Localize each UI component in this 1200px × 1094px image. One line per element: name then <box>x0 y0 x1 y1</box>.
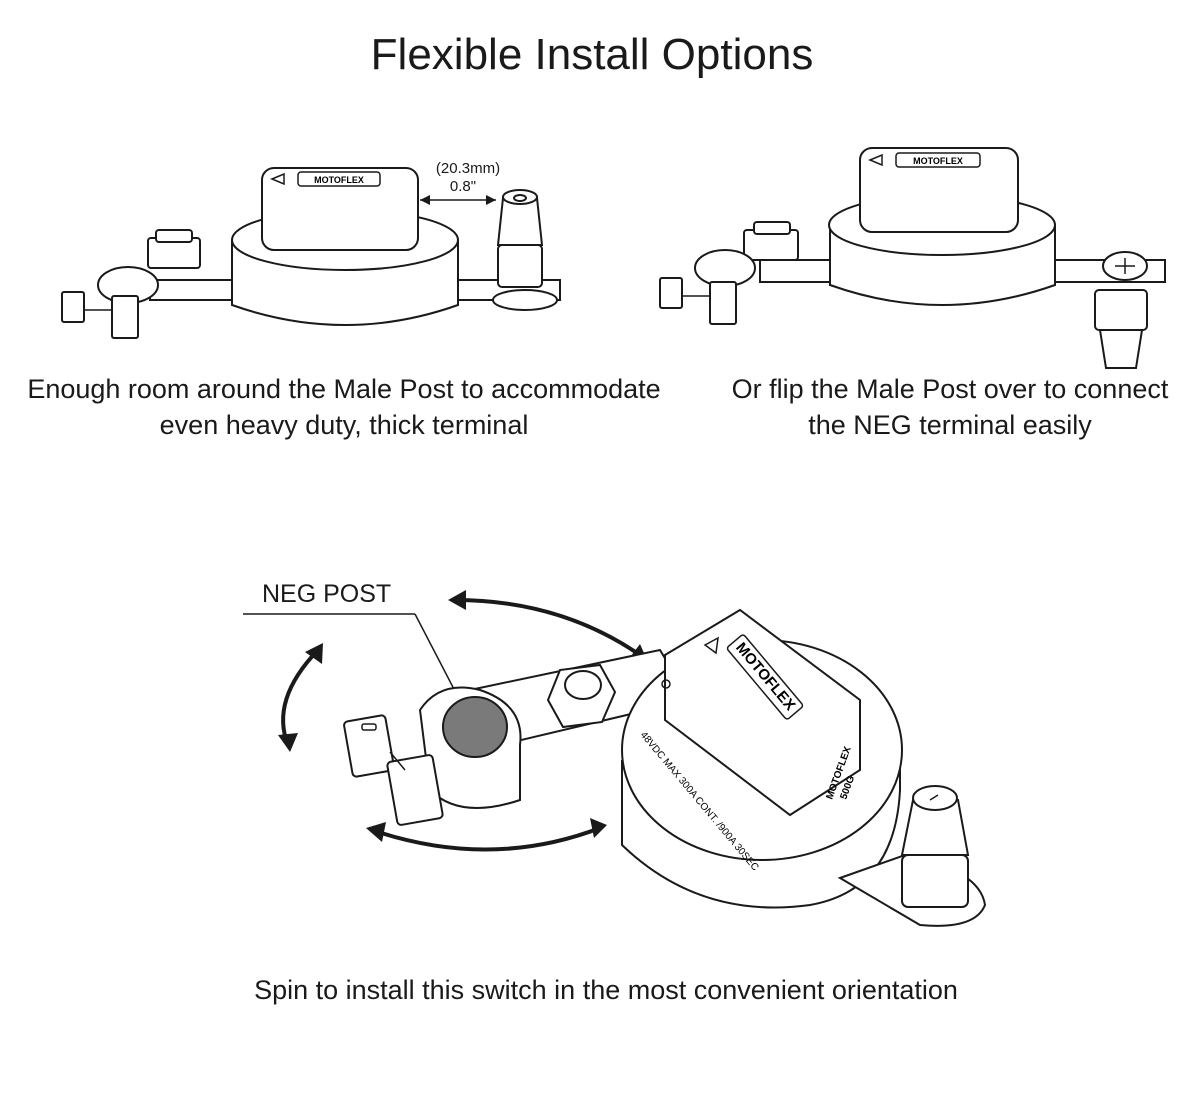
page-title: Flexible Install Options <box>370 30 814 79</box>
bottom-post-nut <box>901 854 969 908</box>
caption-left-line1: Enough room around the Male Post to acco… <box>27 374 661 404</box>
switch-knob <box>261 167 419 251</box>
caption-right-line1: Or flip the Male Post over to connect <box>731 374 1169 404</box>
rotate-arrow-left <box>281 648 320 746</box>
dimension-inch: 0.8" <box>449 178 477 195</box>
neg-post-circle <box>442 696 508 758</box>
caption-right: Or flip the Male Post over to connect th… <box>700 371 1200 443</box>
rotate-arrow-top <box>454 598 642 657</box>
dimension-mm: (20.3mm) <box>435 160 501 177</box>
flipped-post <box>1098 329 1144 369</box>
caption-bottom: Spin to install this switch in the most … <box>254 975 958 1005</box>
switch-knob-flipped <box>859 147 1019 233</box>
caption-left-line2: even heavy duty, thick terminal <box>159 410 529 440</box>
rotate-arrow-bottom <box>371 826 601 852</box>
caption-left: Enough room around the Male Post to acco… <box>0 371 688 443</box>
knob-brand-label-2: MOTOFLEX <box>913 156 963 166</box>
knob-brand-label: MOTOFLEX <box>314 175 364 185</box>
neg-post-label: NEG POST <box>262 580 392 608</box>
caption-right-line2: the NEG terminal easily <box>808 410 1092 440</box>
